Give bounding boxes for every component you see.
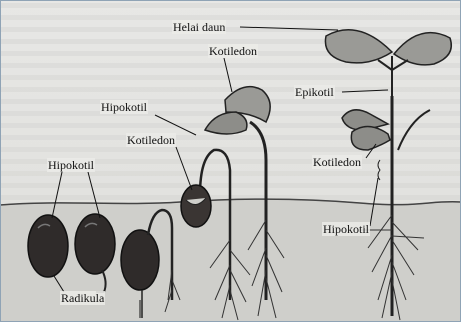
label-kotiledon-top: Kotiledon xyxy=(208,44,258,58)
label-hipokotil-right: Hipokotil xyxy=(322,222,370,236)
label-hipokotil-mid: Hipokotil xyxy=(100,100,148,114)
label-epikotil: Epikotil xyxy=(294,85,335,99)
label-kotiledon-right: Kotiledon xyxy=(312,155,362,169)
seed-2-body xyxy=(75,214,115,274)
label-helai-daun: Helai daun xyxy=(172,20,226,34)
label-radikula: Radikula xyxy=(60,291,105,305)
label-hipokotil-left: Hipokotil xyxy=(47,158,95,172)
seedling-4-seed xyxy=(181,185,211,227)
seed-3-body xyxy=(121,230,159,290)
seed-1 xyxy=(28,215,68,277)
label-kotiledon-mid: Kotiledon xyxy=(126,133,176,147)
